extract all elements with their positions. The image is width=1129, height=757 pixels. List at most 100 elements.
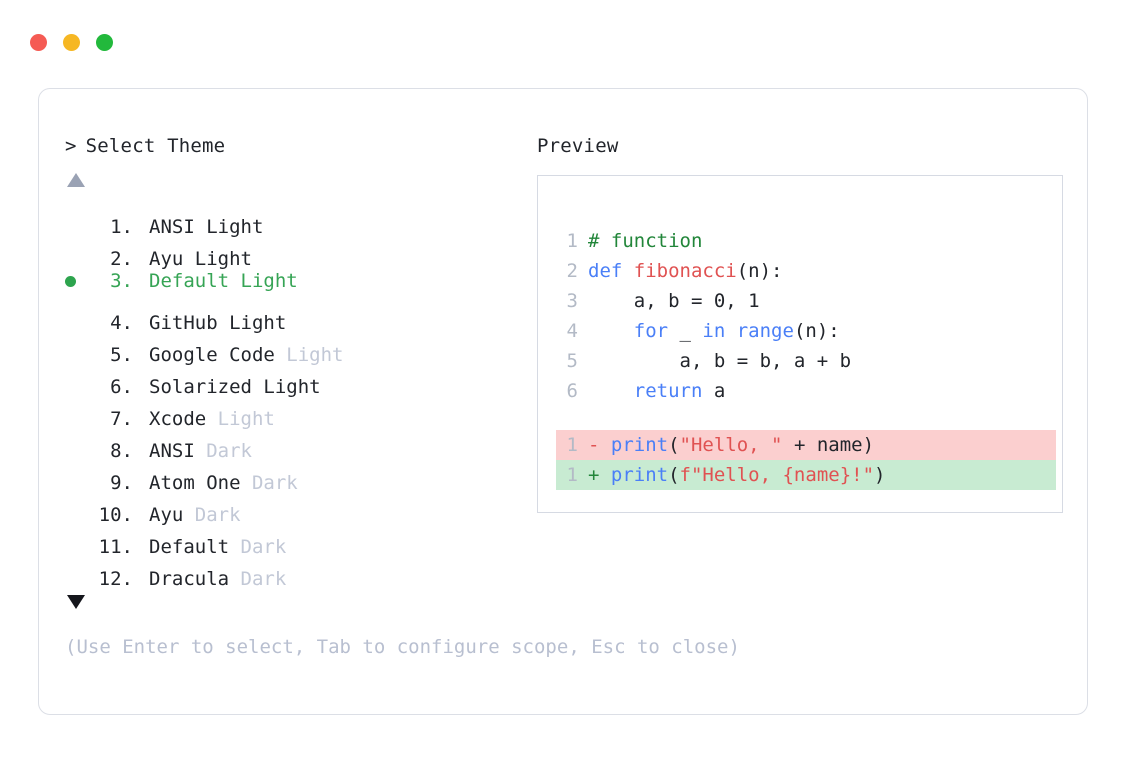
theme-item-name: Default: [149, 536, 241, 558]
line-number: 3: [566, 290, 578, 312]
code-token: (n):: [793, 320, 840, 342]
theme-item-variant: Light: [240, 270, 298, 292]
close-window-button[interactable]: [30, 33, 47, 51]
theme-list-item[interactable]: 6. Solarized Light: [65, 361, 535, 398]
theme-list-item[interactable]: 12. Dracula Dark: [65, 553, 535, 590]
selection-bullet-slot: [65, 393, 91, 425]
theme-list-item[interactable]: 7. Xcode Light: [65, 393, 535, 430]
theme-item-index: 9.: [110, 472, 133, 494]
theme-list-item[interactable]: 9. Atom One Dark: [65, 457, 535, 494]
theme-list-item[interactable]: 11. Default Dark: [65, 521, 535, 558]
code-text: return a: [588, 380, 726, 402]
code-text: def fibonacci(n):: [588, 260, 782, 282]
code-token: # function: [588, 230, 703, 252]
selection-bullet-slot: [65, 457, 91, 489]
maximize-window-button[interactable]: [96, 33, 113, 51]
theme-list-item[interactable]: 3. Default Light: [65, 265, 535, 297]
theme-item-variant: Light: [206, 216, 264, 238]
theme-list-item[interactable]: 2. Ayu Light: [65, 233, 535, 270]
theme-item-variant: Dark: [251, 472, 298, 494]
preview-title: Preview: [537, 135, 619, 157]
theme-item-index: 11.: [98, 536, 133, 558]
theme-list-item[interactable]: 1. ANSI Light: [65, 201, 535, 238]
code-line: 3 a, b = 0, 1: [556, 286, 1056, 316]
selection-bullet-slot: [65, 266, 91, 298]
code-text: a, b = b, a + b: [588, 350, 852, 372]
line-number: 1: [566, 464, 578, 486]
selection-bullet-slot: [65, 201, 91, 233]
theme-item-variant: Dark: [240, 568, 287, 590]
code-text: # function: [588, 230, 702, 252]
index-spacer: [133, 435, 149, 467]
code-token: f"Hello, {name}!": [679, 464, 875, 486]
index-spacer: [133, 403, 149, 435]
code-token: for: [633, 320, 669, 342]
theme-item-name: ANSI: [149, 440, 207, 462]
selected-bullet-icon: [65, 276, 76, 287]
theme-item-name: Default: [149, 270, 241, 292]
prompt-caret-icon: >: [65, 135, 77, 157]
code-token: fibonacci: [633, 260, 737, 282]
theme-item-name: ANSI: [149, 216, 207, 238]
theme-item-name: Ayu: [149, 504, 195, 526]
theme-item-name: Solarized: [149, 376, 264, 398]
index-spacer: [133, 211, 149, 243]
code-text: - print("Hello, " + name): [588, 434, 874, 456]
theme-item-name: Atom One: [149, 472, 252, 494]
theme-item-index: 4.: [110, 312, 133, 334]
index-spacer: [133, 467, 149, 499]
selection-bullet-slot: [65, 425, 91, 457]
code-token: (: [668, 464, 680, 486]
theme-item-name: Xcode: [149, 408, 218, 430]
theme-list-item[interactable]: 5. Google Code Light: [65, 329, 535, 366]
theme-list-item[interactable]: 10. Ayu Dark: [65, 489, 535, 526]
window-titlebar: [30, 30, 190, 54]
code-line: 4 for _ in range(n):: [556, 316, 1056, 346]
diff-line: 1- print("Hello, " + name): [556, 430, 1056, 460]
code-token: -: [588, 434, 611, 456]
theme-item-index: 10.: [98, 504, 133, 526]
theme-item-index: 8.: [110, 440, 133, 462]
code-token: in range: [702, 320, 794, 342]
theme-item-name: Dracula: [149, 568, 241, 590]
code-token: + name): [782, 434, 875, 456]
minimize-window-button[interactable]: [63, 33, 80, 51]
theme-item-variant: Light: [229, 312, 287, 334]
triangle-down-icon[interactable]: [67, 595, 85, 609]
code-token: [588, 380, 634, 402]
theme-item-name: GitHub: [149, 312, 230, 334]
code-token: "Hello, ": [679, 434, 783, 456]
line-number: 1: [566, 230, 578, 252]
line-number: 6: [566, 380, 578, 402]
theme-list-item[interactable]: 8. ANSI Dark: [65, 425, 535, 462]
selection-bullet-slot: [65, 329, 91, 361]
code-token: a: [702, 380, 726, 402]
code-token: print: [610, 434, 669, 456]
code-token: return: [633, 380, 703, 402]
index-spacer: [133, 371, 149, 403]
keyboard-hint: (Use Enter to select, Tab to configure s…: [65, 636, 740, 658]
theme-item-index: 12.: [98, 568, 133, 590]
theme-list-item[interactable]: 4. GitHub Light: [65, 297, 535, 334]
index-spacer: [133, 499, 149, 531]
selection-bullet-slot: [65, 297, 91, 329]
selection-bullet-slot: [65, 521, 91, 553]
theme-item-index: 5.: [110, 344, 133, 366]
theme-item-index: 2.: [110, 248, 133, 270]
code-token: [588, 320, 634, 342]
code-line: 5 a, b = b, a + b: [556, 346, 1056, 376]
theme-item-name: Google Code: [149, 344, 287, 366]
code-token: (n):: [736, 260, 783, 282]
selection-bullet-slot: [65, 489, 91, 521]
triangle-up-icon[interactable]: [67, 173, 85, 187]
code-token: (: [668, 434, 680, 456]
theme-item-name: Ayu: [149, 248, 195, 270]
theme-item-variant: Light: [217, 408, 275, 430]
index-spacer: [133, 563, 149, 595]
